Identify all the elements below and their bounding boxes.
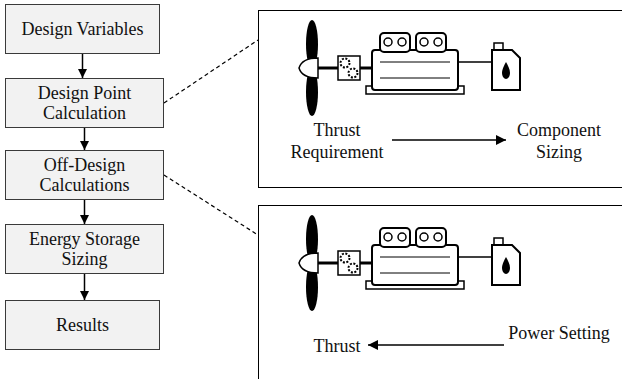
- detail-panel: Thrust Requirement Component Sizing: [258, 10, 622, 188]
- box-label: Energy Storage Sizing: [6, 229, 163, 269]
- process-box: Off-Design Calculations: [5, 150, 164, 200]
- panel-label: Power Setting: [507, 322, 611, 344]
- detail-panel: Thrust Power Setting: [258, 205, 622, 379]
- process-box: Design Variables: [5, 4, 160, 54]
- box-label: Off-Design Calculations: [6, 155, 163, 195]
- box-label: Results: [51, 315, 114, 335]
- panel-label: Component Sizing: [507, 119, 611, 163]
- flow-arrow: [84, 200, 86, 224]
- flow-arrow: [84, 274, 86, 300]
- flow-arrow: [368, 344, 504, 346]
- box-label: Design Point Calculation: [6, 83, 163, 123]
- process-box: Results: [5, 300, 160, 350]
- panel-label: Thrust: [277, 335, 397, 357]
- panel-label: Thrust Requirement: [277, 119, 397, 163]
- detail-leader: [164, 40, 258, 103]
- process-box: Design Point Calculation: [5, 78, 164, 128]
- powertrain-icon: [299, 20, 520, 116]
- flow-arrow: [392, 139, 506, 141]
- box-label: Design Variables: [16, 19, 148, 39]
- process-box: Energy Storage Sizing: [5, 224, 164, 274]
- detail-leader: [164, 175, 258, 235]
- powertrain-icon: [299, 215, 520, 311]
- flow-arrow: [82, 54, 84, 78]
- flow-arrow: [84, 128, 86, 150]
